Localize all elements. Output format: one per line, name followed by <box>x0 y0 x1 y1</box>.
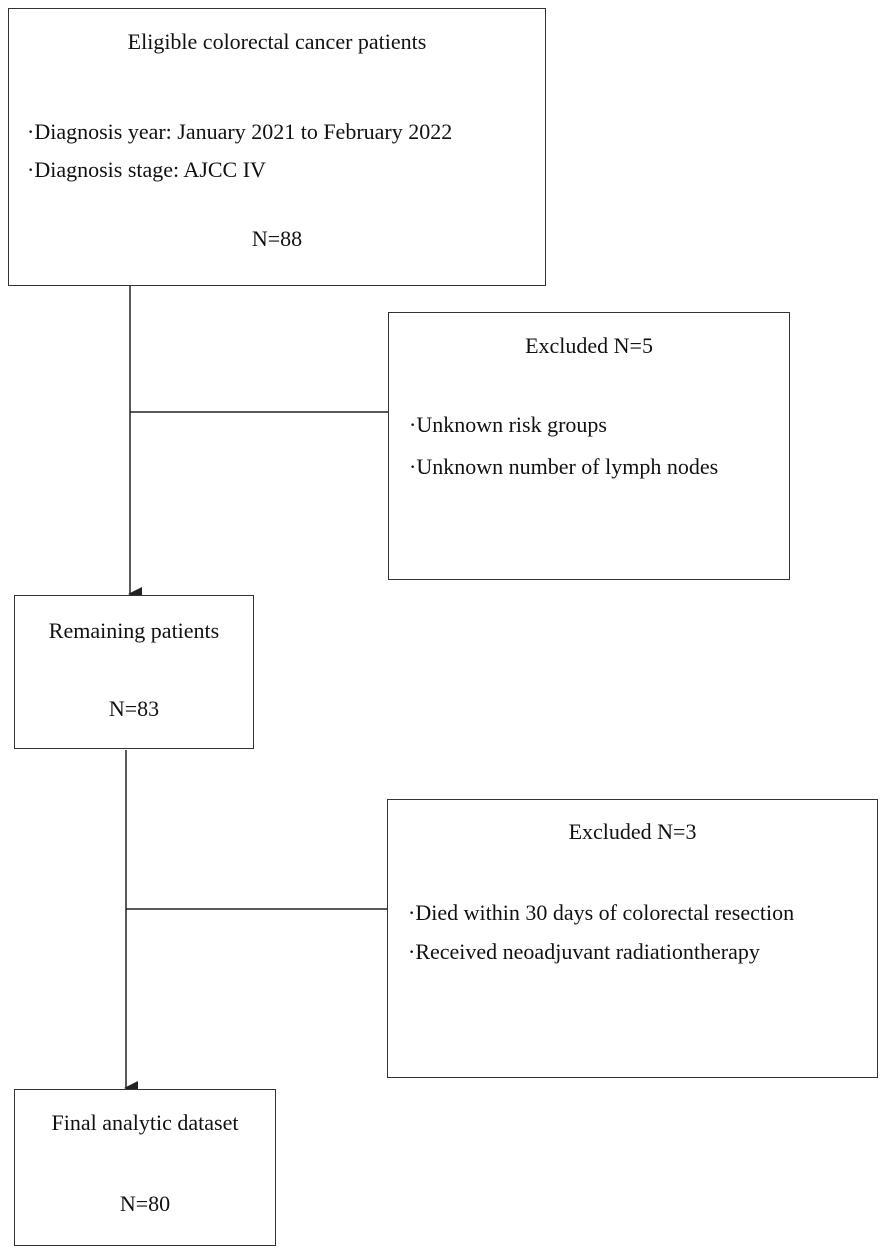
eligible-title: Eligible colorectal cancer patients <box>127 29 427 54</box>
excluded-2-box: Excluded N=3 ·Died within 30 days of col… <box>387 799 878 1078</box>
final-title: Final analytic dataset <box>51 1110 239 1135</box>
excluded-2-reason-radiation: ·Received neoadjuvant radiationtherapy <box>408 939 760 964</box>
final-count: N=80 <box>119 1191 171 1216</box>
excluded-1-reason-risk: ·Unknown risk groups <box>409 412 607 437</box>
final-dataset-box: Final analytic dataset N=80 <box>14 1089 276 1246</box>
remaining-title: Remaining patients <box>48 618 220 643</box>
excluded-1-title: Excluded N=5 <box>525 333 653 358</box>
remaining-count: N=83 <box>108 696 160 721</box>
remaining-patients-box: Remaining patients N=83 <box>14 595 254 749</box>
excluded-2-title: Excluded N=3 <box>568 819 697 844</box>
eligible-patients-box: Eligible colorectal cancer patients ·Dia… <box>8 8 546 286</box>
eligible-count: N=88 <box>251 226 303 251</box>
excluded-2-reason-died: ·Died within 30 days of colorectal resec… <box>408 900 795 925</box>
excluded-1-reason-lymph: ·Unknown number of lymph nodes <box>409 454 719 479</box>
eligible-criterion-year: ·Diagnosis year: January 2021 to Februar… <box>27 119 453 144</box>
excluded-1-box: Excluded N=5 ·Unknown risk groups ·Unkno… <box>388 312 790 580</box>
eligible-criterion-stage: ·Diagnosis stage: AJCC IV <box>27 157 266 182</box>
